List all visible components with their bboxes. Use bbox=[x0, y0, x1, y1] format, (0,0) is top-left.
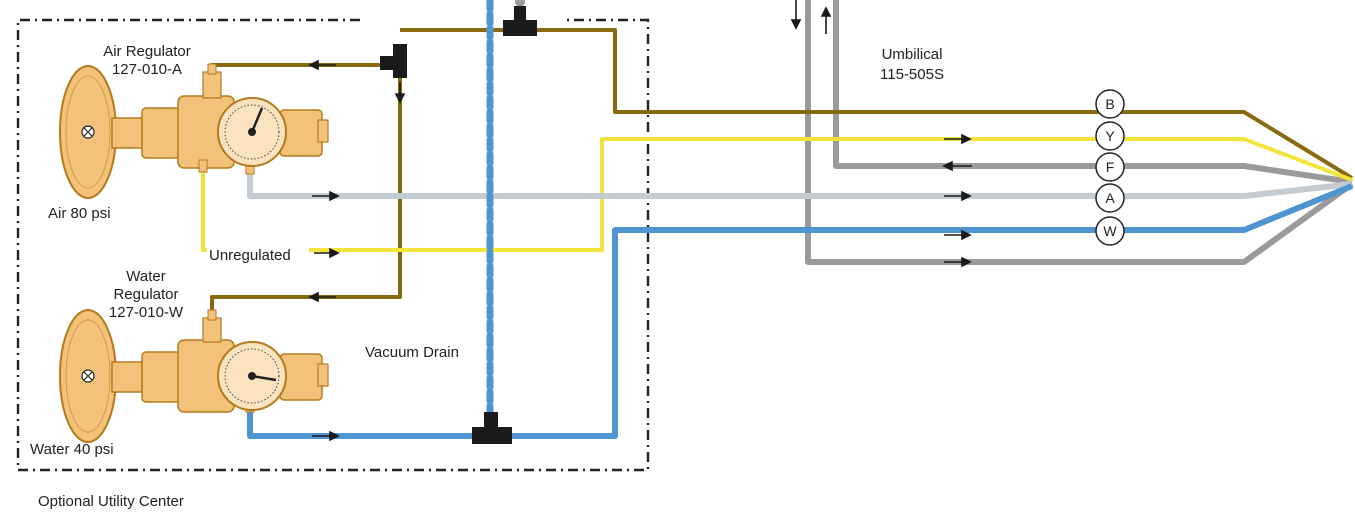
air-regulator bbox=[59, 63, 329, 199]
water-regulator-title-2: Regulator bbox=[113, 286, 178, 303]
badge-w: W bbox=[1095, 216, 1125, 246]
badge-a: A bbox=[1095, 183, 1125, 213]
utility-center-boundary bbox=[16, 18, 650, 472]
badge-f: F bbox=[1095, 152, 1125, 182]
water-regulator-part: 127-010-W bbox=[109, 304, 184, 321]
badge-y: Y bbox=[1095, 121, 1125, 151]
unregulated-label-bg bbox=[207, 244, 309, 262]
utility-center-label: Optional Utility Center bbox=[38, 493, 184, 510]
svg-text:B: B bbox=[1105, 96, 1114, 112]
water-pressure-label: Water 40 psi bbox=[30, 441, 114, 458]
water-regulator-title-1: Water bbox=[126, 268, 165, 285]
flow-arrows bbox=[308, 0, 972, 442]
svg-text:A: A bbox=[1105, 190, 1115, 206]
tee-fitting-top bbox=[503, 6, 537, 36]
vacuum-drain-label: Vacuum Drain bbox=[365, 344, 459, 361]
svg-text:F: F bbox=[1106, 159, 1115, 175]
tee-fitting-brown bbox=[380, 44, 407, 78]
gray-line-f bbox=[833, 0, 1353, 185]
vacuum-drain-top bbox=[515, 0, 525, 7]
gray-line-bottom bbox=[805, 0, 1354, 265]
air-regulator-part: 127-010-A bbox=[112, 61, 182, 78]
svg-text:W: W bbox=[1103, 223, 1117, 239]
lightgray-line-a bbox=[247, 172, 1353, 199]
tee-fitting-bottom bbox=[472, 412, 512, 444]
umbilical-title: Umbilical bbox=[882, 46, 943, 63]
svg-text:Y: Y bbox=[1105, 128, 1115, 144]
brown-line-b-main bbox=[400, 28, 1354, 180]
blue-line-w bbox=[247, 183, 1354, 439]
air-pressure-label: Air 80 psi bbox=[48, 205, 111, 222]
badge-b: B bbox=[1095, 89, 1125, 119]
air-regulator-title: Air Regulator bbox=[103, 43, 191, 60]
unregulated-label: Unregulated bbox=[209, 247, 291, 264]
water-regulator bbox=[59, 309, 329, 443]
umbilical-part: 115-505S bbox=[880, 66, 944, 83]
